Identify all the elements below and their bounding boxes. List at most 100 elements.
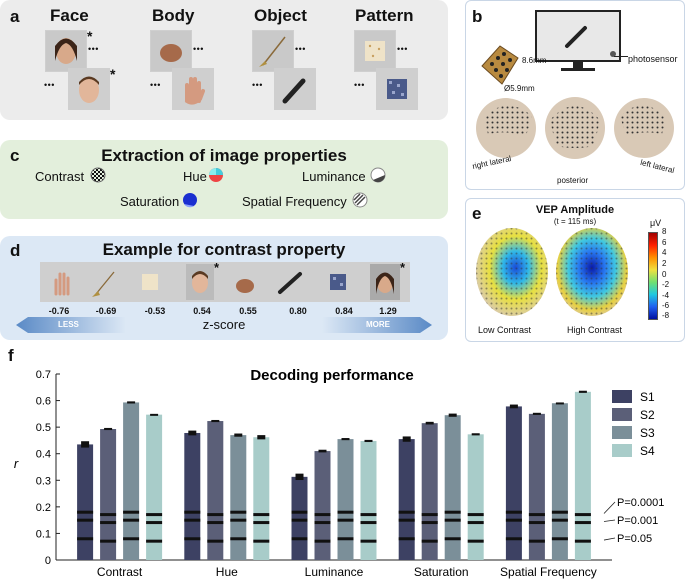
face-star-1: * (87, 28, 93, 44)
threshold-mark (146, 513, 163, 517)
colorbar-unit: μV (650, 218, 662, 228)
threshold-mark (398, 537, 415, 541)
spatial-frequency-icon (352, 192, 368, 208)
threshold-mark (77, 510, 94, 514)
error-bar (364, 439, 373, 443)
category-face: Face (50, 6, 89, 25)
property-hue: Hue (183, 169, 207, 184)
contrast-image-strip (40, 262, 410, 302)
error-bar (532, 412, 541, 415)
threshold-mark (184, 518, 201, 522)
strip-face-female (370, 264, 400, 300)
error-bar (234, 433, 243, 437)
zscore-8: 1.29 (379, 306, 397, 316)
pattern-image-1 (354, 30, 396, 72)
head-right-lateral (476, 98, 536, 158)
y-tick-label: 0.2 (36, 502, 51, 514)
threshold-mark (444, 510, 461, 514)
y-tick-label: 0.5 (36, 422, 51, 434)
strip-pattern-light (142, 274, 158, 290)
body-image-2 (172, 68, 214, 110)
threshold-mark (291, 518, 308, 522)
threshold-mark (230, 537, 247, 541)
threshold-mark (398, 518, 415, 522)
error-bar (150, 413, 159, 416)
more-arrow (322, 317, 432, 333)
bar-S1-0 (77, 444, 94, 560)
zscore-4: 0.54 (193, 306, 211, 316)
threshold-mark (551, 518, 568, 522)
monitor-icon (535, 10, 621, 71)
bar-S1-4 (505, 406, 522, 560)
legend-swatch-S2 (612, 408, 632, 421)
error-bar (555, 402, 564, 405)
strip-flashlight (278, 272, 302, 294)
threshold-mark (421, 539, 438, 543)
y-axis-label: r (14, 456, 19, 471)
threshold-mark (421, 513, 438, 517)
error-bar (402, 436, 411, 442)
x-category-label: Spatial Frequency (500, 565, 597, 579)
y-tick-label: 0.6 (36, 396, 51, 408)
error-bar (318, 449, 327, 453)
legend-swatch-S4 (612, 444, 632, 457)
property-luminance: Luminance (302, 169, 366, 184)
threshold-mark (314, 539, 331, 543)
threshold-mark (337, 518, 354, 522)
hue-icon (209, 168, 223, 182)
head-models (476, 97, 674, 159)
category-body: Body (152, 6, 195, 25)
threshold-mark (314, 513, 331, 517)
luminance-icon (370, 167, 386, 183)
threshold-mark (505, 537, 522, 541)
object-dots-2: • • • (252, 80, 263, 90)
contrast-icon (90, 167, 106, 183)
threshold-mark (467, 539, 484, 543)
threshold-mark (314, 521, 331, 525)
error-bar (341, 438, 350, 441)
panel-c-letter: c (10, 146, 20, 165)
bar-S2-1 (207, 421, 224, 560)
threshold-mark (77, 537, 94, 541)
bar-S1-2 (291, 476, 308, 560)
threshold-mark (207, 513, 224, 517)
electrode-grid-icon (481, 45, 519, 85)
body-dots-2: • • • (150, 80, 161, 90)
photosensor-pointer (614, 56, 628, 57)
threshold-mark (291, 537, 308, 541)
vep-title: VEP Amplitude (535, 204, 615, 216)
colorbar-tick-0: 0 (662, 270, 667, 279)
saturation-icon (183, 193, 197, 208)
legend-swatch-S1 (612, 390, 632, 403)
threshold-mark (230, 518, 247, 522)
panel-d-letter: d (10, 241, 21, 260)
property-spatial-frequency: Spatial Frequency (242, 194, 347, 209)
object-dots-1: • • • (295, 44, 306, 54)
threshold-mark (574, 513, 591, 517)
y-tick-label: 0.1 (36, 528, 51, 540)
bar-S1-3 (398, 439, 415, 560)
strip-star-female: * (400, 260, 406, 275)
error-bar (578, 390, 587, 393)
threshold-label: P=0.001 (617, 515, 658, 527)
face-image-2 (68, 68, 110, 110)
bar-S2-0 (100, 429, 117, 560)
vep-label-low: Low Contrast (478, 325, 532, 335)
strip-body-part (236, 279, 254, 293)
category-object: Object (254, 6, 307, 25)
threshold-mark (146, 539, 163, 543)
photosensor-label: photosensor (628, 54, 678, 64)
threshold-pointer (603, 537, 616, 541)
threshold-mark (360, 521, 377, 525)
threshold-mark (253, 539, 270, 543)
threshold-mark (230, 510, 247, 514)
zscore-6: 0.80 (289, 306, 307, 316)
threshold-pointer (603, 501, 616, 514)
zscore-3: -0.53 (144, 306, 166, 316)
body-image-1 (150, 30, 192, 72)
zscore-5: 0.55 (239, 306, 257, 316)
less-label: LESS (58, 320, 79, 329)
object-image-1 (252, 30, 294, 72)
property-contrast: Contrast (35, 169, 85, 184)
zscore-2: -0.69 (95, 306, 117, 316)
